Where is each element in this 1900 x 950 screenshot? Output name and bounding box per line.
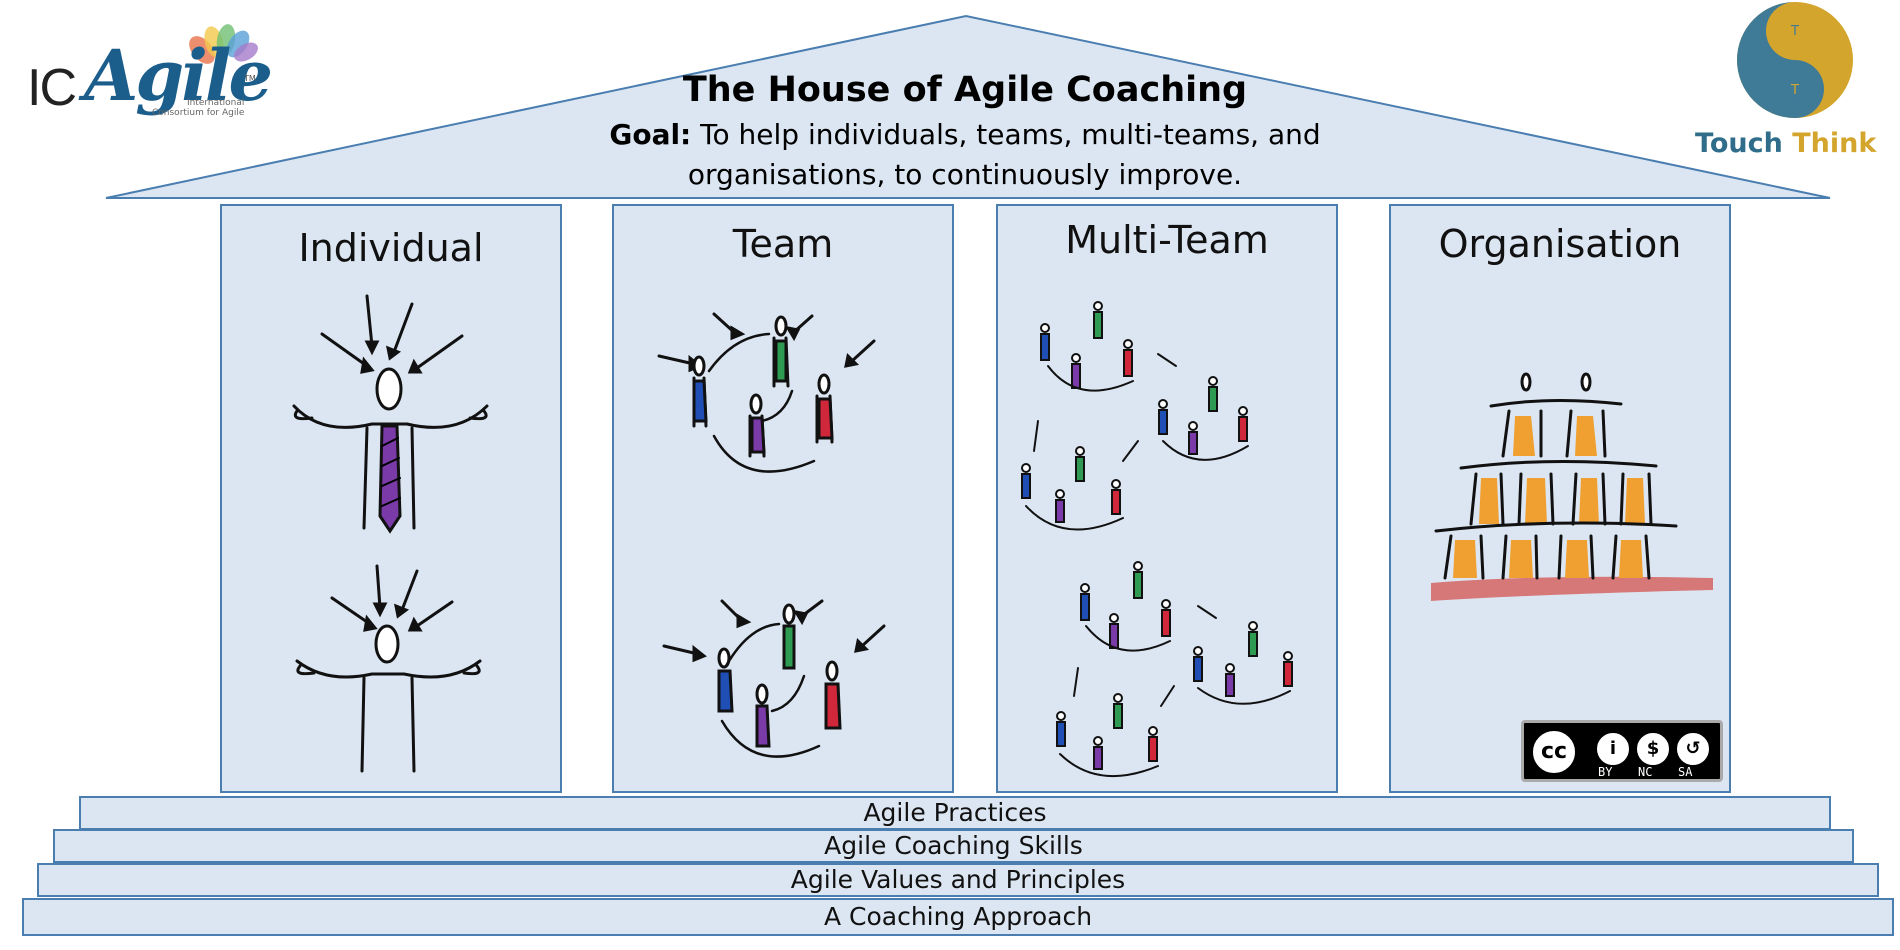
roof-goal-line2: organisations, to continuously improve. bbox=[687, 158, 1243, 191]
organisation-pyramid bbox=[1431, 372, 1713, 601]
team-group-bottom bbox=[662, 599, 886, 758]
touchthink-logo: T T Touch Think bbox=[1690, 0, 1900, 160]
individual-illustration bbox=[292, 294, 489, 773]
icagile-tagline-line2: Consortium for Agile bbox=[152, 108, 245, 118]
yin-yang-glyph-top: T bbox=[1790, 24, 1799, 39]
cc-label-nc: NC bbox=[1638, 765, 1653, 779]
nc-icon: $ bbox=[1634, 730, 1672, 768]
goal-label: Goal: bbox=[609, 118, 692, 151]
step-agile-practices: Agile Practices bbox=[79, 796, 1831, 830]
step-agile-coaching-skills: Agile Coaching Skills bbox=[53, 829, 1854, 863]
multi-team-cluster-bottom bbox=[1056, 561, 1293, 777]
step-agile-values-principles: Agile Values and Principles bbox=[37, 863, 1879, 897]
icagile-tagline-line1: International bbox=[186, 98, 245, 108]
roof-title: The House of Agile Coaching bbox=[682, 70, 1248, 110]
pillar-title-multi-team: Multi-Team bbox=[1065, 218, 1269, 262]
icagile-prefix: IC bbox=[27, 59, 77, 117]
cc-label-by: BY bbox=[1598, 765, 1613, 779]
multi-team-cluster-top bbox=[1021, 301, 1249, 531]
icagile-logo: IC Agile TM International Consortium for… bbox=[22, 20, 273, 130]
multi-team-illustration bbox=[1021, 301, 1293, 777]
sa-icon: ↺ bbox=[1674, 730, 1712, 768]
pillar-team: Team bbox=[612, 204, 954, 793]
by-icon: i bbox=[1594, 730, 1632, 768]
pillar-title-individual: Individual bbox=[298, 226, 484, 270]
pillar-multi-team: Multi-Team bbox=[996, 204, 1338, 793]
icagile-tagline: International Consortium for Agile bbox=[152, 98, 244, 118]
roof-goal-line1: Goal: To help individuals, teams, multi-… bbox=[520, 115, 1410, 155]
creative-commons-badge: cc i $ ↺ BY NC SA bbox=[1521, 720, 1723, 782]
team-group-top bbox=[657, 312, 876, 473]
step-coaching-approach: A Coaching Approach bbox=[22, 898, 1894, 936]
yin-yang-glyph-bottom: T bbox=[1790, 83, 1799, 98]
touchthink-word1: Touch bbox=[1695, 128, 1783, 159]
icagile-tm: TM bbox=[244, 74, 256, 83]
pillar-individual: Individual bbox=[220, 204, 562, 793]
individual-figure-with-tie bbox=[292, 294, 489, 534]
touchthink-word2: Think bbox=[1792, 128, 1877, 159]
yin-yang-icon: T T bbox=[1737, 2, 1853, 118]
icagile-name: Agile bbox=[84, 34, 273, 117]
roof-shape bbox=[105, 14, 1831, 199]
pillar-title-organisation: Organisation bbox=[1438, 222, 1682, 266]
cc-label-sa: SA bbox=[1678, 765, 1693, 779]
pillar-title-team: Team bbox=[732, 222, 834, 266]
goal-text-line1: To help individuals, teams, multi-teams,… bbox=[691, 118, 1321, 151]
individual-figure-plain bbox=[295, 564, 482, 773]
organisation-illustration bbox=[1431, 372, 1713, 601]
pillar-organisation: Organisation bbox=[1389, 204, 1731, 793]
icagile-petals-icon bbox=[189, 24, 258, 64]
team-illustration bbox=[657, 312, 886, 758]
roof-goal: Goal: To help individuals, teams, multi-… bbox=[520, 115, 1410, 195]
touchthink-label: Touch Think bbox=[1695, 128, 1876, 159]
cc-icon: cc bbox=[1530, 728, 1578, 776]
